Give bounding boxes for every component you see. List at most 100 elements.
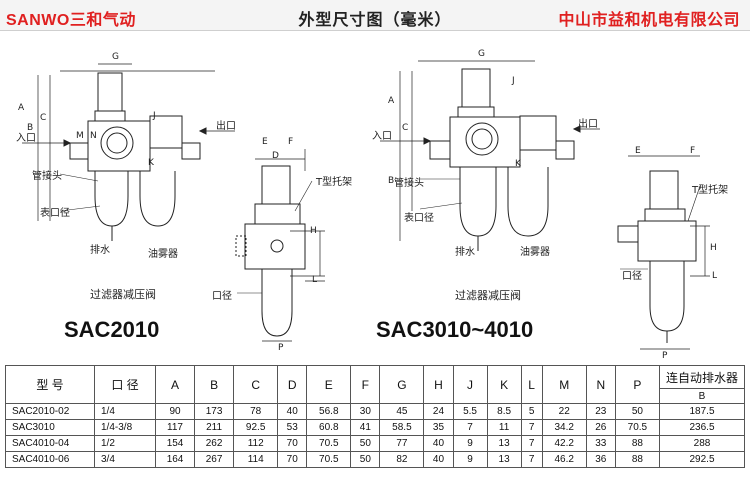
dim-letter-a: A [18,103,25,113]
cell-dim-l: 7 [520,419,543,436]
left-bracket-label: T型托架 [316,177,353,188]
header-auto-drain-b: B [659,388,745,404]
cell-auto-drain-b: 236.5 [659,419,745,436]
cell-dim-k: 13 [486,435,522,452]
dim-letter-l-right: L [712,271,718,281]
cell-model: SAC3010 [5,419,95,436]
cell-auto-drain-b: 187.5 [659,403,745,420]
header-port: 口 径 [94,365,156,404]
cell-dim-k: 8.5 [486,403,522,420]
cell-port: 1/4 [94,403,156,420]
cell-dim-l: 7 [520,435,543,452]
cell-dim-h: 40 [423,451,454,468]
cell-dim-p: 70.5 [614,419,661,436]
cell-model: SAC4010-06 [5,451,95,468]
cell-dim-k: 11 [486,419,522,436]
cell-dim-e: 70.5 [306,451,352,468]
cell-dim-m: 34.2 [541,419,587,436]
page-title: 外型尺寸图（毫米） [298,10,452,29]
header-j: J [452,365,488,404]
cell-dim-p: 88 [614,435,661,452]
cell-dim-e: 60.8 [306,419,352,436]
cell-auto-drain-b: 288 [659,435,745,452]
cell-dim-c: 78 [233,403,279,420]
dim-letter-h-left: H [310,226,317,236]
cell-dim-j: 9 [452,435,488,452]
cell-dim-a: 164 [154,451,196,468]
header-f: F [350,365,381,404]
cell-dim-m: 42.2 [541,435,587,452]
cell-port: 1/4-3/8 [94,419,156,436]
dim-letter-c-right: C [402,123,409,133]
cell-dim-c: 92.5 [233,419,279,436]
dim-letter-g-right: G [478,49,485,59]
left-caption: 过滤器减压阀 [90,288,156,301]
right-lubricator-label: 油雾器 [520,247,550,258]
cell-dim-l: 7 [520,451,543,468]
dim-letter-p-left: P [278,343,284,353]
cell-dim-d: 70 [277,435,308,452]
cell-dim-e: 70.5 [306,435,352,452]
cell-dim-b: 211 [194,419,235,436]
dimension-drawings: G A B C J K M N E F D H L P G A C B J K … [0,31,750,361]
dim-letter-f-left: F [288,137,294,147]
cell-model: SAC2010-02 [5,403,95,420]
cell-dim-g: 58.5 [379,419,425,436]
header-c: C [233,365,279,404]
header-e: E [306,365,352,404]
cell-dim-g: 45 [379,403,425,420]
dim-letter-p-right: P [662,351,668,361]
left-lubricator-label: 油雾器 [148,249,178,260]
cell-dim-j: 7 [452,419,488,436]
header-bar: SANWO三和气动 外型尺寸图（毫米） 中山市益和机电有限公司 [0,0,750,31]
dim-letter-g: G [112,52,119,62]
dim-letter-j: J [153,111,156,121]
cell-dim-f: 50 [350,435,381,452]
cell-dim-j: 9 [452,451,488,468]
cell-dim-d: 70 [277,451,308,468]
dim-letter-e-left: E [262,137,268,147]
right-port-dia-label: 口径 [622,271,642,282]
header-a: A [154,365,196,404]
dim-letter-m: M [76,131,84,141]
header-n: N [585,365,616,404]
cell-port: 3/4 [94,451,156,468]
cell-dim-e: 56.8 [306,403,352,420]
cell-dim-p: 88 [614,451,661,468]
cell-dim-g: 77 [379,435,425,452]
header-b: B [194,365,235,404]
header-m: M [541,365,587,404]
dim-letter-k: K [148,158,154,168]
cell-dim-p: 50 [614,403,661,420]
header-k: K [486,365,522,404]
right-inlet-label: 入口 [372,131,392,142]
cell-dim-k: 13 [486,451,522,468]
left-gauge-port-label: 表口径 [40,208,70,219]
left-drain-label: 排水 [90,245,110,256]
dim-letter-k-right: K [515,159,521,169]
dim-letter-b: B [27,123,34,133]
cell-dim-h: 40 [423,435,454,452]
cell-dim-a: 117 [154,419,196,436]
brand-name: SANWO三和气动 [6,12,136,29]
cell-dim-m: 22 [541,403,587,420]
dim-letter-a-right: A [388,96,395,106]
right-drain-label: 排水 [455,247,475,258]
cell-dim-h: 24 [423,403,454,420]
cell-dim-f: 50 [350,451,381,468]
left-inlet-label: 入口 [16,133,36,144]
dim-letter-d-left: D [272,151,279,161]
right-pipe-joint-label: 管接头 [394,178,424,189]
right-gauge-port-label: 表口径 [404,213,434,224]
dim-letter-c: C [40,113,47,123]
cell-dim-n: 33 [585,435,616,452]
cell-model: SAC4010-04 [5,435,95,452]
sac3010-side-view [617,155,710,350]
dim-letter-n: N [90,131,97,141]
cell-dim-f: 41 [350,419,381,436]
dim-letter-f-right: F [690,146,696,156]
